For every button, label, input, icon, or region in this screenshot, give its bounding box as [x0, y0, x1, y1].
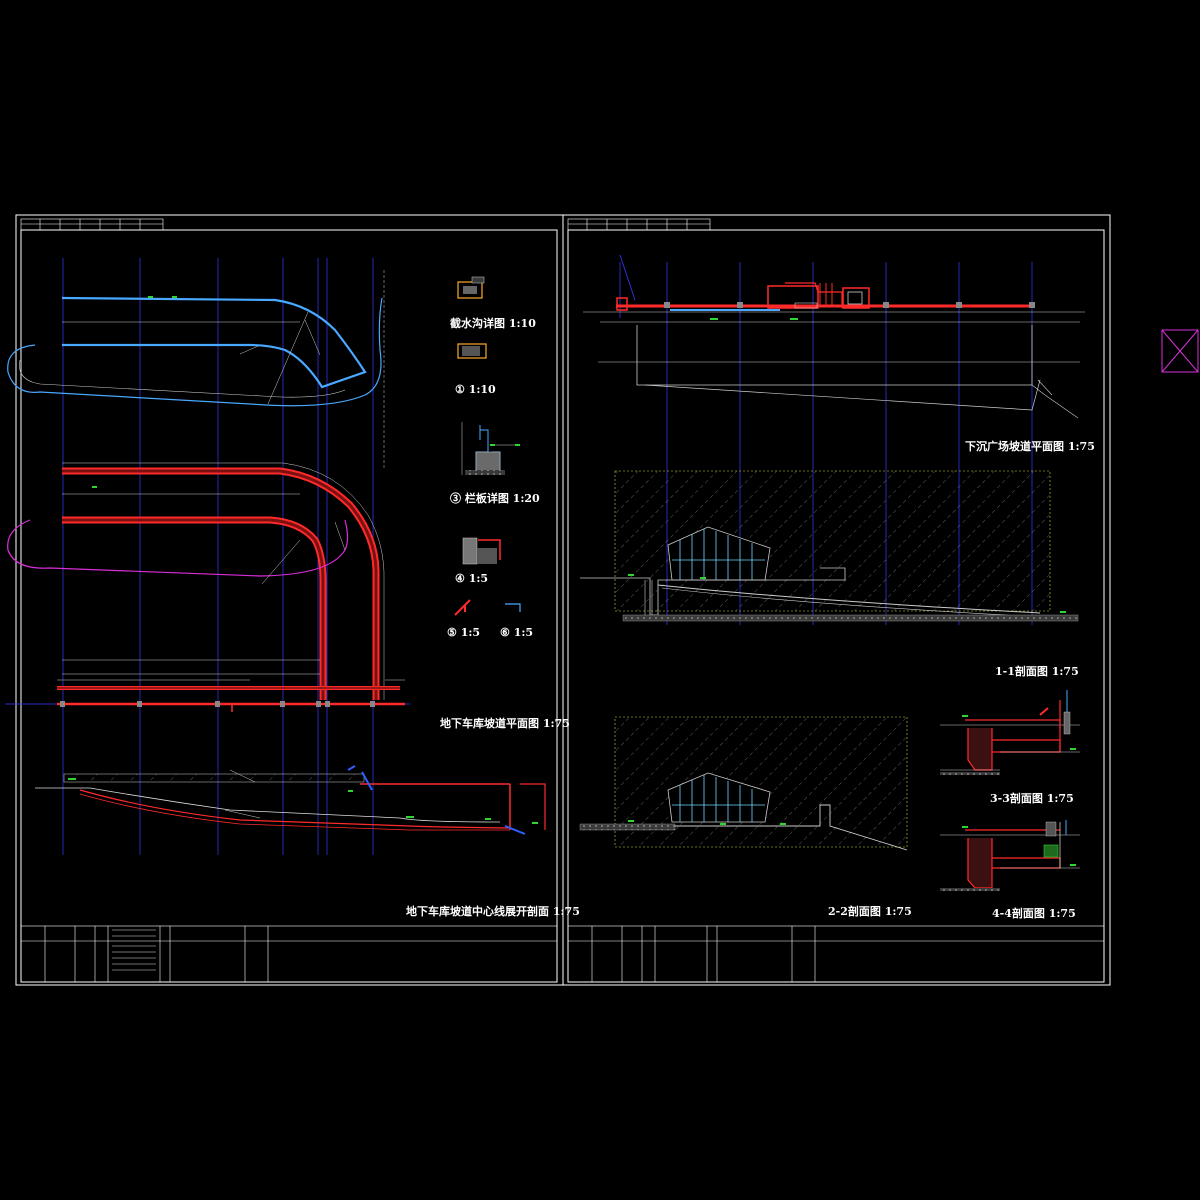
section-2-title: 2-2剖面图 1:75	[828, 904, 912, 918]
railing-detail-title: ③ 栏板详图 1:20	[450, 491, 540, 505]
ramp-unfolded-section	[35, 765, 546, 835]
right-sheet: 下沉广场坡道平面图 1:75 1-1剖面图 1:75 3-3剖面图 1:75 2…	[562, 214, 1199, 986]
detail-drawings	[454, 276, 521, 616]
left-plan-title: 地下车库坡道平面图 1:75	[440, 716, 570, 730]
left-sheet-inner-frame	[20, 229, 558, 983]
section-1-1	[580, 470, 1079, 622]
detail-d-title: ⑤ 1:5	[447, 626, 480, 639]
right-title-block	[567, 925, 1105, 983]
detail-c-title: ④ 1:5	[455, 572, 488, 585]
left-grass-markers	[68, 296, 538, 824]
section-4-title: 4-4剖面图 1:75	[992, 906, 1076, 920]
left-title-block	[20, 925, 558, 983]
lower-ramp-plan	[7, 270, 405, 712]
sunken-plaza-plan	[583, 254, 1085, 419]
section-3-title: 3-3剖面图 1:75	[990, 791, 1074, 805]
section-2-2	[579, 716, 908, 851]
section-4-4	[940, 820, 1080, 891]
detail-a-title: ① 1:10	[455, 383, 496, 396]
right-top-stamp	[567, 218, 711, 231]
right-plan-title: 下沉广场坡道平面图 1:75	[965, 439, 1095, 453]
left-sheet-border	[15, 214, 564, 986]
left-section-title: 地下车库坡道中心线展开剖面 1:75	[406, 904, 580, 918]
section-3-3	[940, 690, 1080, 775]
detail-e-title: ⑥ 1:5	[500, 626, 533, 639]
drain-detail-title: 截水沟详图 1:10	[450, 316, 536, 330]
right-sheet-border	[562, 214, 1111, 986]
left-sheet: 截水沟详图 1:10 ① 1:10 ③ 栏板详图 1:20 ④ 1:5 ⑤ 1:…	[5, 214, 580, 986]
corner-marker-icon	[1161, 329, 1199, 373]
left-top-stamp	[20, 218, 164, 231]
right-grass-markers	[628, 318, 1076, 866]
section-1-title: 1-1剖面图 1:75	[995, 664, 1079, 678]
upper-ramp-plan	[7, 296, 383, 407]
